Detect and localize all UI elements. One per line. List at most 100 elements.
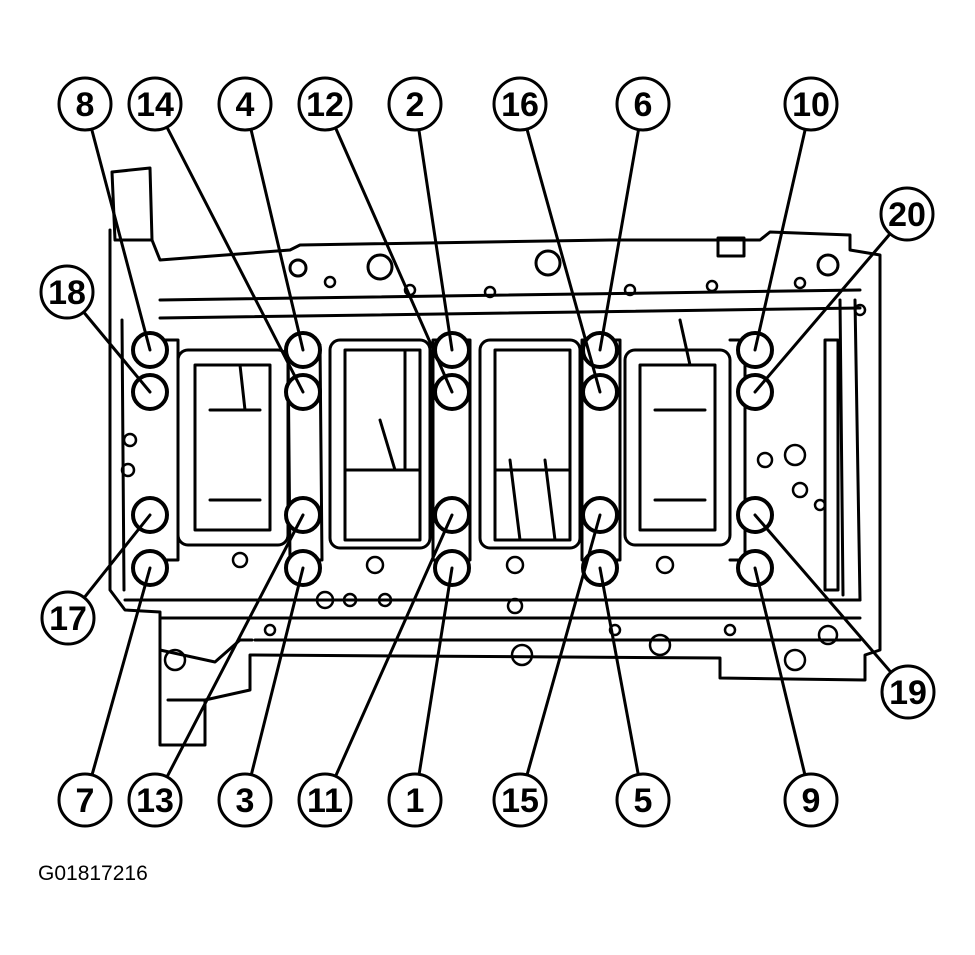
crank-web	[343, 348, 422, 542]
callout-14: 14	[127, 76, 183, 132]
callout-20: 20	[879, 186, 935, 242]
block-lower-rail	[123, 598, 862, 642]
leader-line-8	[90, 127, 152, 352]
callout-15: 15	[492, 772, 548, 828]
leader-line-9	[753, 566, 807, 777]
callout-number: 7	[76, 782, 95, 820]
callout-8: 8	[57, 76, 113, 132]
callout-3: 3	[217, 772, 273, 828]
block-right-edge	[838, 298, 862, 602]
main-bearing-bolts	[131, 331, 774, 587]
leader-line-10	[753, 127, 807, 352]
leader-line-1	[417, 566, 454, 776]
callout-circle	[387, 772, 443, 828]
callout-number: 9	[802, 782, 821, 820]
callout-circle	[492, 76, 548, 132]
callout-circle	[879, 186, 935, 242]
callout-circle	[57, 76, 113, 132]
callout-number: 19	[889, 674, 927, 712]
leader-line-4	[249, 127, 305, 352]
leader-line-15	[525, 513, 602, 777]
crank-web	[493, 348, 572, 542]
callout-circle	[783, 772, 839, 828]
callout-9: 9	[783, 772, 839, 828]
callout-number: 17	[49, 600, 87, 638]
callout-circle	[880, 664, 936, 720]
boss	[534, 249, 562, 277]
boss	[816, 253, 840, 277]
callout-number: 16	[501, 86, 539, 124]
leader-line-2	[417, 128, 454, 352]
bearing-pillar	[728, 338, 747, 562]
leader-line-16	[525, 127, 602, 394]
leader-line-17	[82, 513, 152, 600]
sensor-mount	[716, 236, 746, 258]
leader-line-7	[90, 566, 152, 777]
callout-4: 4	[217, 76, 273, 132]
leader-line-11	[334, 513, 454, 778]
callout-number: 2	[406, 86, 425, 124]
crank-web	[193, 363, 272, 532]
callout-leader-lines	[82, 125, 893, 779]
callout-1: 1	[387, 772, 443, 828]
callout-6: 6	[615, 76, 671, 132]
callout-11: 11	[297, 772, 353, 828]
leader-line-6	[598, 128, 641, 352]
leader-line-5	[598, 566, 640, 776]
callout-number: 8	[76, 86, 95, 124]
callout-circle	[297, 76, 353, 132]
block-sump-flange	[158, 638, 254, 702]
callout-number: 18	[48, 274, 86, 312]
callout-number: 3	[236, 782, 255, 820]
block-upper-rail	[158, 288, 862, 320]
callout-number: 4	[236, 86, 255, 124]
callout-12: 12	[297, 76, 353, 132]
crank-bay-2	[328, 338, 432, 550]
callout-number: 6	[634, 86, 653, 124]
callout-circle	[39, 264, 95, 320]
callout-number: 1	[406, 782, 425, 820]
block-holes	[120, 275, 867, 672]
callout-circle	[217, 76, 273, 132]
callout-17: 17	[40, 590, 96, 646]
callout-circle	[127, 772, 183, 828]
callout-10: 10	[783, 76, 839, 132]
callout-number: 5	[634, 782, 653, 820]
callout-circle	[615, 76, 671, 132]
callout-circle	[615, 772, 671, 828]
leader-line-13	[165, 513, 305, 779]
figure-id-label: G01817216	[38, 862, 148, 885]
callout-circle	[57, 772, 113, 828]
callout-16: 16	[492, 76, 548, 132]
callout-2: 2	[387, 76, 443, 132]
bearing-pillar	[163, 338, 180, 562]
leader-line-12	[333, 126, 454, 394]
callout-circle	[217, 772, 273, 828]
leader-line-14	[165, 125, 305, 394]
callout-number: 20	[888, 196, 926, 234]
boss	[288, 258, 308, 278]
cylinder-block-outline	[108, 166, 882, 747]
callout-number: 11	[307, 782, 343, 820]
callout-number: 13	[136, 782, 174, 820]
callout-7: 7	[57, 772, 113, 828]
leader-line-20	[753, 232, 892, 394]
callout-circle	[783, 76, 839, 132]
callout-number: 15	[501, 782, 539, 820]
block-left-edge	[120, 318, 126, 592]
callout-circle	[127, 76, 183, 132]
callout-number: 10	[792, 86, 830, 124]
callout-circle	[297, 772, 353, 828]
oil-gallery	[823, 338, 840, 592]
leader-line-3	[249, 566, 305, 777]
callout-circle	[492, 772, 548, 828]
crank-bay-4	[623, 348, 732, 547]
crank-web	[638, 318, 717, 532]
callout-circle	[387, 76, 443, 132]
callout-5: 5	[615, 772, 671, 828]
callout-number: 12	[306, 86, 344, 124]
leader-line-18	[82, 310, 152, 394]
callout-18: 18	[39, 264, 95, 320]
